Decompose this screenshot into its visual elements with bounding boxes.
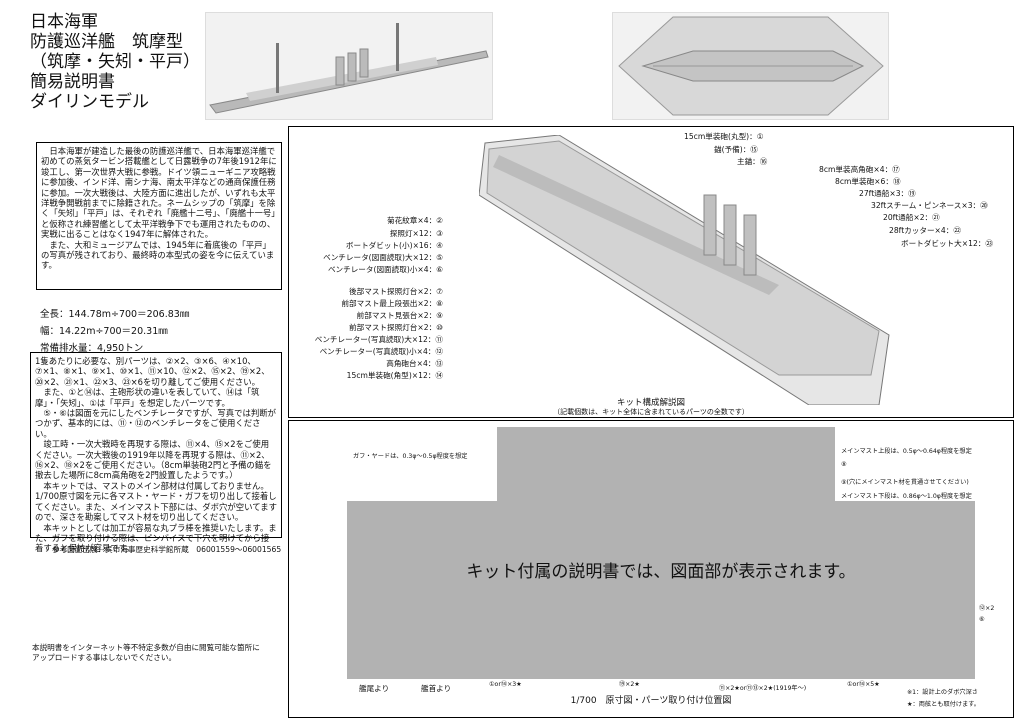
kit-label-6: ベンチレータ(図面読取)小×4：⑥ [327,265,443,274]
title-line-1: 日本海軍 [30,12,98,32]
note-1: 1隻あたりに必要な、別パーツは、②×2、③×6、④×10、⑦×1、⑧×1、⑨×1… [35,356,270,387]
kit-label-13: 高角砲台×4：⑬ [386,359,443,368]
kit-label-2: 菊花紋章×4：② [387,216,443,225]
history-paragraph-2: また、大和ミュージアムでは、1945年に着底後の「平戸」の写真が残されており、最… [41,239,275,271]
kit-label-19: 27ft通船×3：⑲ [859,189,916,198]
plan-mask-top [497,427,835,503]
footnote-1: ※1：設計上のダボ穴深さ [907,689,978,696]
kit-composition-panel: 15cm単装砲(丸型)：① 錨(予備)：⑮ 主錨：⑯ 菊花紋章×4：② 探照灯×… [288,126,1014,418]
kit-label-12: ベンチレーター(写真読取)小×4：⑫ [319,347,443,356]
note-5: 本キットでは、マストのメイン部材は付属しておりません。1/700原寸図を元に各マ… [35,480,277,523]
kit-label-3: 探照灯×12：③ [389,229,443,238]
ship-render-graphic [209,23,489,114]
ann-part-9: ⑨(穴にメインマスト材を貫通させてください) [841,479,969,486]
plan-mask-main [347,501,975,679]
ann-gaff: ガフ・ヤードは、0.3φ～0.5φ程度を想定 [353,453,468,460]
plan-caption: 1/700 原寸図・パーツ取り付け位置図 [570,696,732,706]
note-4: 竣工時・一次大戦時を再現する際は、⑪×4、⑮×2をご使用ください。一次大戦後の1… [35,439,272,481]
ann-bottom-2: ⑲×2★ [619,681,640,688]
history-box: 日本海軍が建造した最後の防護巡洋艦で、日本海軍巡洋艦で初めての蒸気タービン搭載艦… [36,142,282,290]
note-6: 本キットとしては加工が容易な丸プラ棒を推奨いたします。また、ガフを取り付ける際は… [35,522,277,554]
copyright-notice: 本説明書をインターネット等不特定多数が自由に閲覧可能な箇所にアップロードする事は… [32,643,260,662]
spec-length: 全長：144.78m÷700＝206.83㎜ [40,309,190,320]
source-credit: 参考図面出展：呉市海事歴史科学館所蔵 06001559～06001565 [52,545,282,554]
ann-mainmast-lower: メインマスト下段は、0.86φ～1.0φ程度を想定 [841,493,972,500]
spec-displacement: 常備排水量：4,950トン [40,343,144,354]
kit-subcaption: （記載個数は、キット全体に含まれているパーツの全数です） [553,408,749,416]
kit-label-20: 32ftスチーム・ピンネース×3：⑳ [871,201,988,210]
kit-label-9: 前部マスト見張台×2：⑨ [356,311,443,320]
plan-panel: ガフ・ヤードは、0.3φ～0.5φ程度を想定 メインマスト上段は、0.5φ～0.… [288,420,1014,718]
assembly-notes-box: 1隻あたりに必要な、別パーツは、②×2、③×6、④×10、⑦×1、⑧×1、⑨×1… [30,352,282,553]
kit-label-16: 主錨：⑯ [737,157,768,166]
parts-sheet-image [612,12,889,120]
footnote-2: ★：両舷とも取付けます。 [907,701,980,708]
kit-label-15: 錨(予備)：⑮ [714,145,758,154]
kit-label-22: 28ftカッター×4：㉒ [889,226,961,235]
ann-bottom-1: ①or⑭×3★ [489,681,522,688]
label-stern-view: 艦尾より [359,684,390,693]
kit-label-18: 8cm単装砲×6：⑱ [835,177,901,186]
note-3: ⑤・⑥は図面を元にしたベンチレータですが、写真では判断がつかず、基本的には、⑪・… [35,408,276,439]
kit-label-10: 前部マスト探照灯台×2：⑩ [349,323,443,332]
kit-composition-graphic [479,135,890,405]
ann-mainmast-upper: メインマスト上段は、0.5φ～0.64φ程度を想定 [841,448,972,455]
parts-sheet-graphic [618,16,884,116]
history-paragraph-1: 日本海軍が建造した最後の防護巡洋艦で、日本海軍巡洋艦で初めての蒸気タービン搭載艦… [41,146,277,240]
document-title: 日本海軍 防護巡洋艦 筑摩型 （筑摩・矢矧・平戸） 簡易説明書 ダイリンモデル [30,12,200,112]
note-2: また、①と⑭は、主砲形状の違いを表していて、⑭は「筑摩」・「矢矧」、①は「平戸」… [35,387,260,408]
kit-label-7: 後部マスト探照灯台×2：⑦ [349,287,443,296]
kit-label-11: ベンチレーター(写真読取)大×12：⑪ [314,335,443,344]
title-line-2: 防護巡洋艦 筑摩型 [30,32,183,52]
title-line-3: （筑摩・矢矧・平戸） [30,52,200,72]
ship-render-image [205,12,493,120]
kit-label-5: ベンチレータ(図面読取)大×12：⑤ [323,253,443,262]
ann-side-12: ⑫×2 [979,605,995,612]
ann-part-8: ⑧ [841,461,847,468]
kit-label-21: 20ft通船×2：㉑ [883,213,940,222]
kit-label-1: 15cm単装砲(丸型)：① [684,132,764,141]
spec-beam: 幅：14.22m÷700＝20.31㎜ [40,326,168,337]
title-line-5: ダイリンモデル [30,92,149,112]
plan-notice: キット付属の説明書では、図面部が表示されます。 [466,562,856,582]
ann-side-6: ⑥ [979,616,985,623]
title-line-4: 簡易説明書 [30,72,115,92]
ann-bottom-4: ①or⑭×5★ [847,681,880,688]
label-bow-view: 艦首より [421,684,452,693]
kit-label-8: 前部マスト最上段張出×2：⑧ [341,299,443,308]
kit-label-23: ボートダビット大×12：㉓ [901,239,993,248]
ann-bottom-3: ⑪×2★or⑪⑬×2★(1919年～) [719,685,807,692]
kit-caption: キット構成解説図 [616,398,685,408]
kit-label-14: 15cm単装砲(角型)×12：⑭ [346,371,443,380]
kit-label-4: ボートダビット(小)×16：④ [345,241,443,250]
kit-label-17: 8cm単装高角砲×4：⑰ [819,165,900,174]
